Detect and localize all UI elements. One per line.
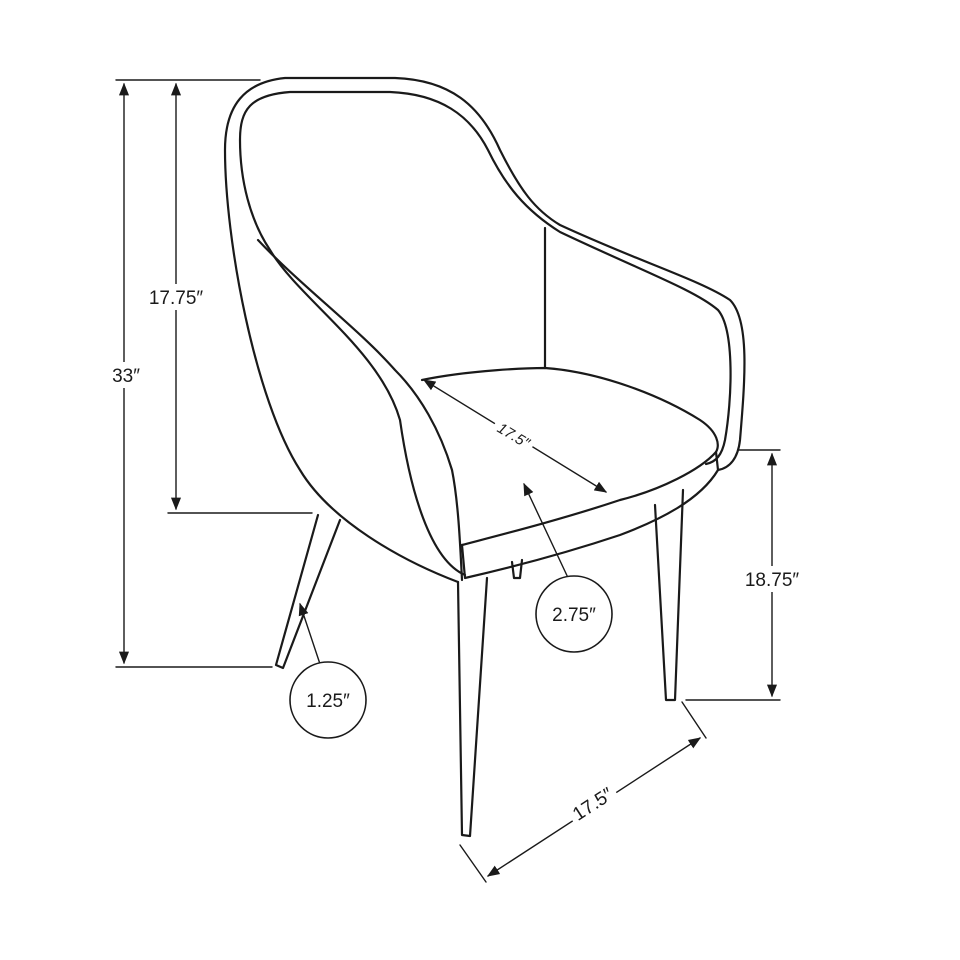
leg-back-right <box>510 558 524 580</box>
leg-span-label-bg <box>564 780 622 829</box>
seat-height-label-bg <box>734 566 810 592</box>
overall-height-label-bg <box>102 362 150 388</box>
cushion-thickness-bubble <box>535 575 613 653</box>
dimension-labels: 33″ 17.75″ 18.75″ 17.5″ 17.5″ 2.75″ 1.25… <box>102 284 810 829</box>
leg-width-label: 1.25″ <box>306 691 350 712</box>
leg-front-left <box>456 576 489 838</box>
back-height-label-bg <box>136 284 216 310</box>
seat-cushion-front <box>460 450 720 580</box>
seat-depth-label-bg <box>490 414 539 455</box>
chair-shell-inner <box>238 90 732 577</box>
dimension-lines <box>115 79 781 883</box>
chair-shell-outer <box>223 76 746 584</box>
chair-drawing <box>223 76 746 838</box>
leg-width-bubble <box>289 661 367 739</box>
seat-height-label: 18.75″ <box>745 570 800 591</box>
armrest-left <box>256 238 464 582</box>
cushion-thickness-label: 2.75″ <box>552 605 596 626</box>
leg-pointer <box>298 602 323 671</box>
overall-height-label: 33″ <box>112 366 140 387</box>
extension-line-leg-left <box>459 844 487 883</box>
leg-front-right <box>653 488 685 702</box>
back-height-label: 17.75″ <box>149 288 204 309</box>
seat-cushion-top <box>420 366 719 547</box>
cushion-pointer <box>523 482 571 583</box>
leg-back-left <box>274 513 342 670</box>
extension-line-leg-right <box>681 701 707 739</box>
